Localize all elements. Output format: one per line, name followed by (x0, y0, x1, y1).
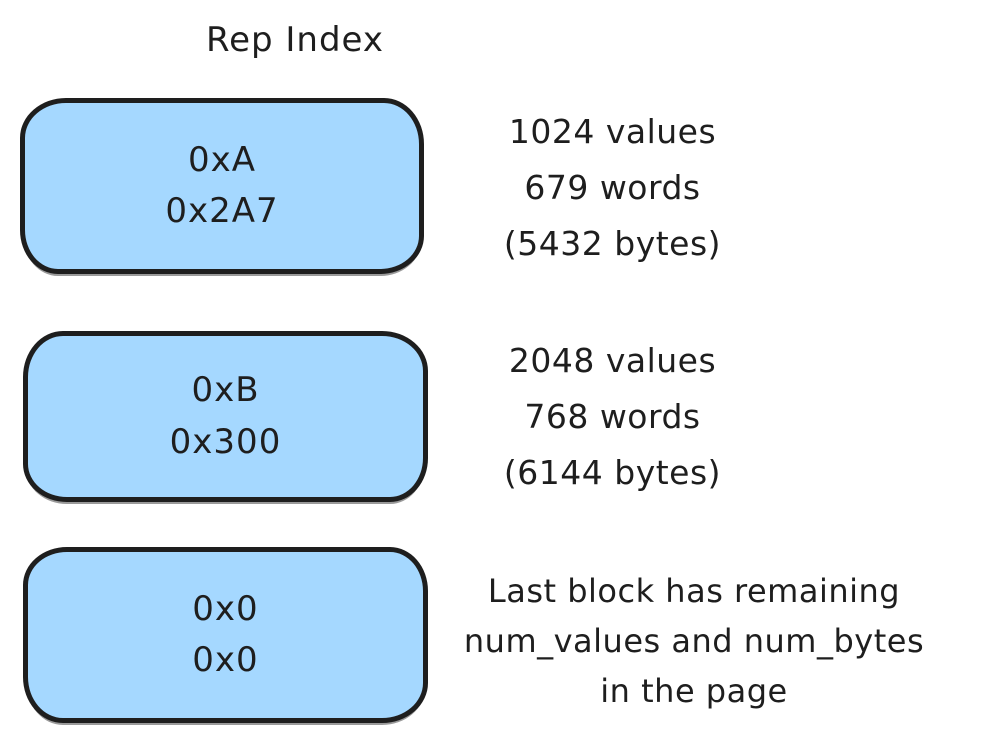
block-3-annotation-line-2: num_values and num_bytes (463, 622, 925, 660)
block-3-value-1: 0x0 (192, 588, 259, 629)
block-1-annotation: 1024 values 679 words (5432 bytes) (440, 104, 785, 272)
block-1-annotation-line-1: 1024 values (508, 112, 717, 151)
block-3-annotation-line-3: in the page (600, 672, 788, 710)
block-1-value-2: 0x2A7 (165, 191, 279, 231)
block-1-annotation-line-3: (5432 bytes) (503, 224, 722, 263)
block-2-value-1: 0xB (191, 370, 260, 411)
block-3-annotation: Last block has remaining num_values and … (455, 566, 933, 716)
diagram-title: Rep Index (205, 20, 384, 60)
block-1-annotation-line-2: 679 words (524, 168, 701, 207)
block-2-value-2: 0x300 (169, 421, 282, 462)
block-2-annotation-line-1: 2048 values (508, 341, 717, 380)
rep-index-block-1: 0xA 0x2A7 (20, 98, 424, 274)
block-2-annotation-line-3: (6144 bytes) (503, 453, 722, 492)
block-3-value-2: 0x0 (192, 640, 259, 680)
block-3-annotation-line-1: Last block has remaining (487, 572, 901, 610)
block-2-annotation-line-2: 768 words (524, 397, 701, 436)
rep-index-block-3: 0x0 0x0 (23, 547, 428, 723)
rep-index-block-2: 0xB 0x300 (23, 331, 428, 502)
block-1-value-1: 0xA (187, 139, 256, 180)
block-2-annotation: 2048 values 768 words (6144 bytes) (440, 333, 785, 501)
